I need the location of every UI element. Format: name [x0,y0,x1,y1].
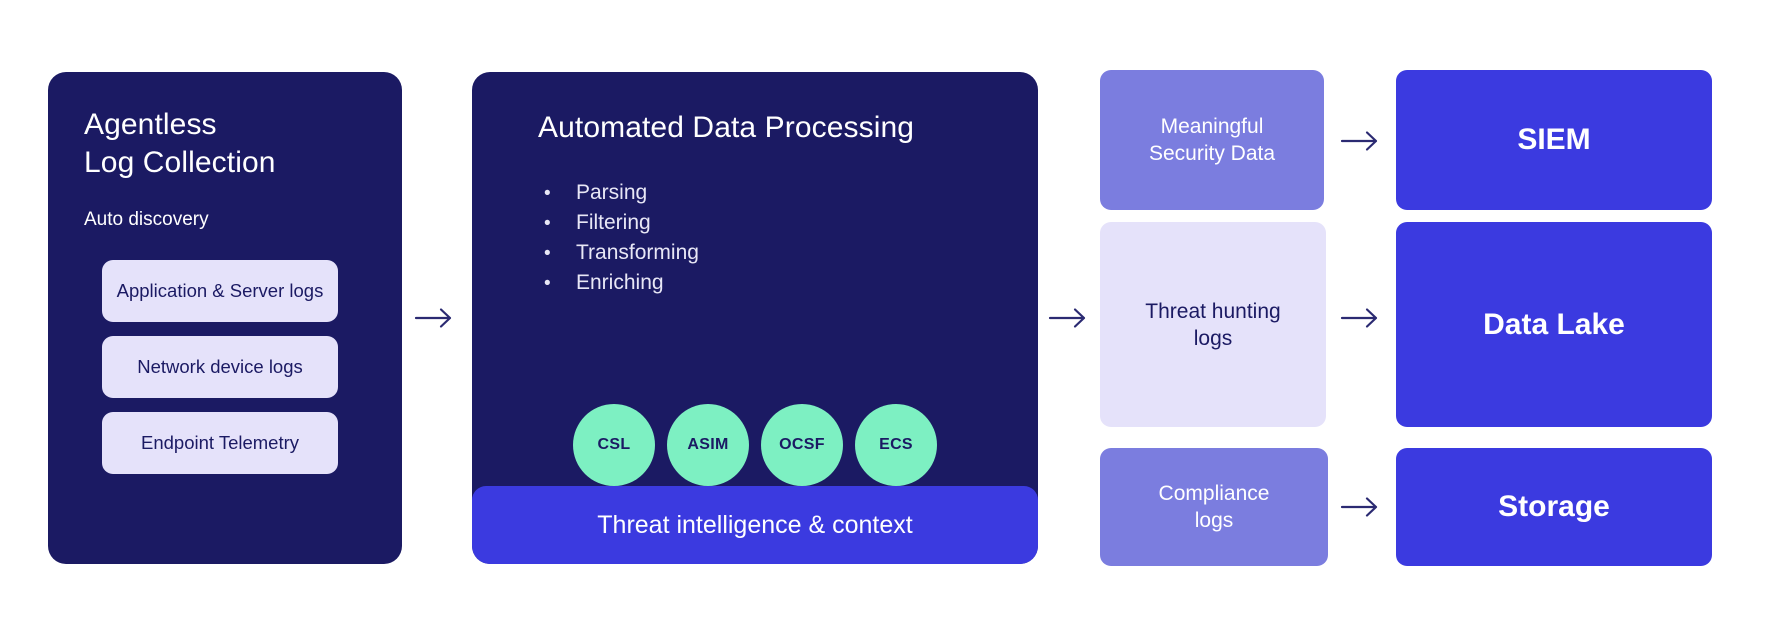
log-source-list: Application & Server logs Network device… [84,260,372,474]
processing-step-label: Transforming [576,241,699,264]
processing-step-parsing: • Parsing [544,178,994,208]
schema-badge-csl[interactable]: CSL [573,404,655,486]
arrow-right-icon-collection-to-processing [414,304,458,332]
log-source-item-application-server[interactable]: Application & Server logs [102,260,338,322]
processing-step-enriching: • Enriching [544,268,994,298]
processing-title: Automated Data Processing [538,111,915,144]
schema-badge-ecs[interactable]: ECS [855,404,937,486]
schema-badge-group: CSL ASIM OCSF ECS [472,404,1038,486]
processing-step-label: Enriching [576,271,664,294]
output-card-meaningful-security-data[interactable]: Meaningful Security Data [1100,70,1324,210]
processing-step-filtering: • Filtering [544,208,994,238]
arrow-right-icon-processing-to-outputs [1048,304,1092,332]
schema-badge-asim[interactable]: ASIM [667,404,749,486]
collection-subtitle: Auto discovery [84,209,209,230]
log-source-item-network-device[interactable]: Network device logs [102,336,338,398]
destination-card-siem[interactable]: SIEM [1396,70,1712,210]
arrow-right-icon-output-to-siem [1340,127,1384,155]
bullet-icon: • [544,213,551,234]
bullet-icon: • [544,183,551,204]
output-card-threat-hunting-logs[interactable]: Threat hunting logs [1100,222,1326,427]
bullet-icon: • [544,243,551,264]
processing-step-transforming: • Transforming [544,238,994,268]
processing-steps-list: • Parsing • Filtering • Transforming • E… [538,178,994,298]
destination-card-data-lake[interactable]: Data Lake [1396,222,1712,427]
destination-card-storage[interactable]: Storage [1396,448,1712,566]
arrow-right-icon-output-to-storage [1340,493,1384,521]
log-source-item-endpoint-telemetry[interactable]: Endpoint Telemetry [102,412,338,474]
automated-data-processing-panel: Automated Data Processing • Parsing • Fi… [472,72,1038,564]
output-card-compliance-logs[interactable]: Compliance logs [1100,448,1328,566]
processing-body: Automated Data Processing • Parsing • Fi… [472,72,1038,298]
collection-title: Agentless Log Collection [84,108,276,179]
arrow-right-icon-output-to-data-lake [1340,304,1384,332]
bullet-icon: • [544,273,551,294]
processing-step-label: Parsing [576,181,648,204]
processing-step-label: Filtering [576,211,651,234]
threat-intelligence-context-bar: Threat intelligence & context [472,486,1038,564]
schema-badge-ocsf[interactable]: OCSF [761,404,843,486]
agentless-log-collection-panel: Agentless Log Collection Auto discovery … [48,72,402,564]
